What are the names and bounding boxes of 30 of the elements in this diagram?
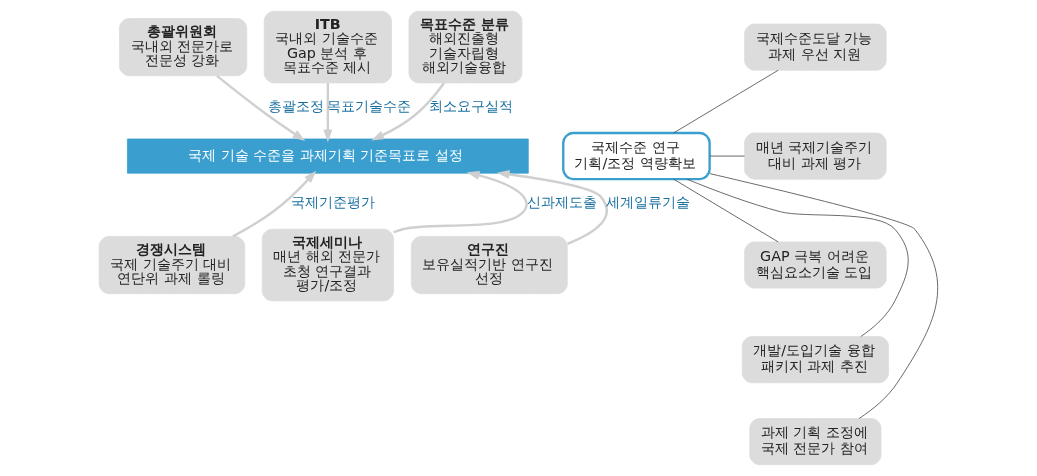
- edge-label: 국제기준평가: [290, 194, 375, 211]
- connector: [686, 178, 909, 337]
- node-box: 국제수준도달 가능 과제 우선 지원: [744, 23, 887, 71]
- arrow: [496, 169, 608, 245]
- arrow: [216, 74, 306, 141]
- arrow: [323, 83, 333, 143]
- node-box: 개발/도입기술 융합 패키지 과제 추진: [741, 336, 889, 384]
- arrow: [371, 82, 445, 141]
- node-box: 국제 기술 수준을 과제기획 기준목표로 설정: [127, 138, 529, 174]
- node-box: 연구진 보유실적기반 연구진 선정: [410, 236, 568, 295]
- node-box: 경쟁시스템 국제 기술주기 대비 연단위 과제 롤링: [98, 236, 246, 295]
- connector: [709, 173, 938, 419]
- node-box: 국제수준 연구 기획/조정 역량확보: [562, 131, 711, 181]
- node-box: 과제 기획 조정에 국제 전문가 참여: [749, 418, 882, 466]
- node-box: ITB 국내외 기술수준 Gap 분석 후 목표수준 제시: [263, 10, 392, 84]
- node-box: GAP 극복 어려운 핵심요소기술 도입: [744, 241, 887, 289]
- edge-label: 세계일류기술: [606, 194, 691, 211]
- connector: [673, 178, 779, 243]
- node-box: 총괄위원회 국내외 전문가로 전문성 강화: [119, 18, 248, 77]
- connector: [709, 155, 745, 157]
- node-box: 국제세미나 매년 해외 전문가 초청 연구결과 평가/조정: [261, 228, 394, 302]
- edge-label: 목표기술수준: [327, 98, 412, 115]
- arrow: [232, 170, 317, 238]
- edge-label: 최소요구실적: [429, 98, 514, 115]
- node-box: 목표수준 분류 해외진출형 기술자립형 해외기술융합: [408, 10, 523, 84]
- node-box: 매년 국제기술주기 대비 과제 평가: [744, 132, 887, 180]
- edge-label: 신과제도출: [527, 194, 598, 211]
- connector: [673, 69, 779, 134]
- edge-label: 총괄조정: [268, 98, 325, 115]
- arrow: [393, 171, 528, 234]
